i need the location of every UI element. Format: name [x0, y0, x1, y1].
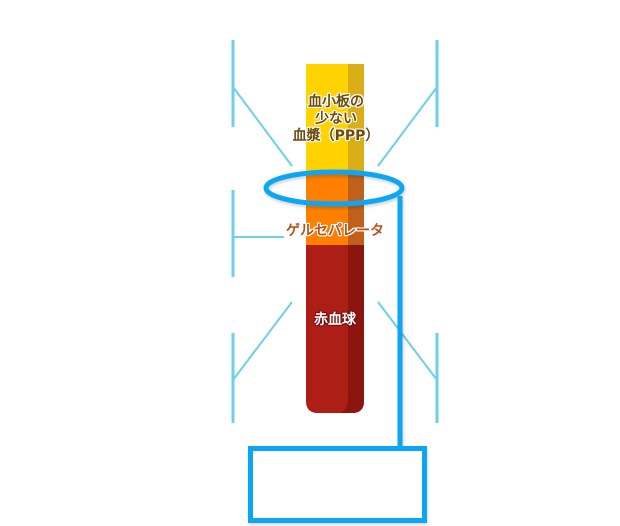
gel-highlight [263, 169, 405, 448]
layer-gel-shade [348, 173, 364, 245]
bracket-middle-left [231, 190, 284, 277]
label-ppp-line-2: 少ない [315, 111, 357, 127]
highlight-ellipse [263, 169, 405, 207]
label-ppp: 血小板の 少ない 血漿（PPP） [286, 94, 386, 145]
bracket-top-right [377, 40, 439, 167]
label-ppp-line-3: 血漿（PPP） [292, 128, 380, 144]
answer-box[interactable] [248, 446, 427, 523]
bracket-bottom-left [231, 301, 293, 423]
bracket-top-left [231, 40, 293, 167]
label-ppp-line-1: 血小板の [308, 94, 364, 110]
label-gel-separator: ゲルセパレータ [286, 223, 384, 239]
layer-rbc-shade [340, 245, 364, 413]
layer-ppp-shade [348, 64, 364, 173]
test-tube [306, 64, 364, 413]
label-red-blood-cells: 赤血球 [314, 312, 356, 328]
bracket-bottom-right [377, 301, 439, 423]
